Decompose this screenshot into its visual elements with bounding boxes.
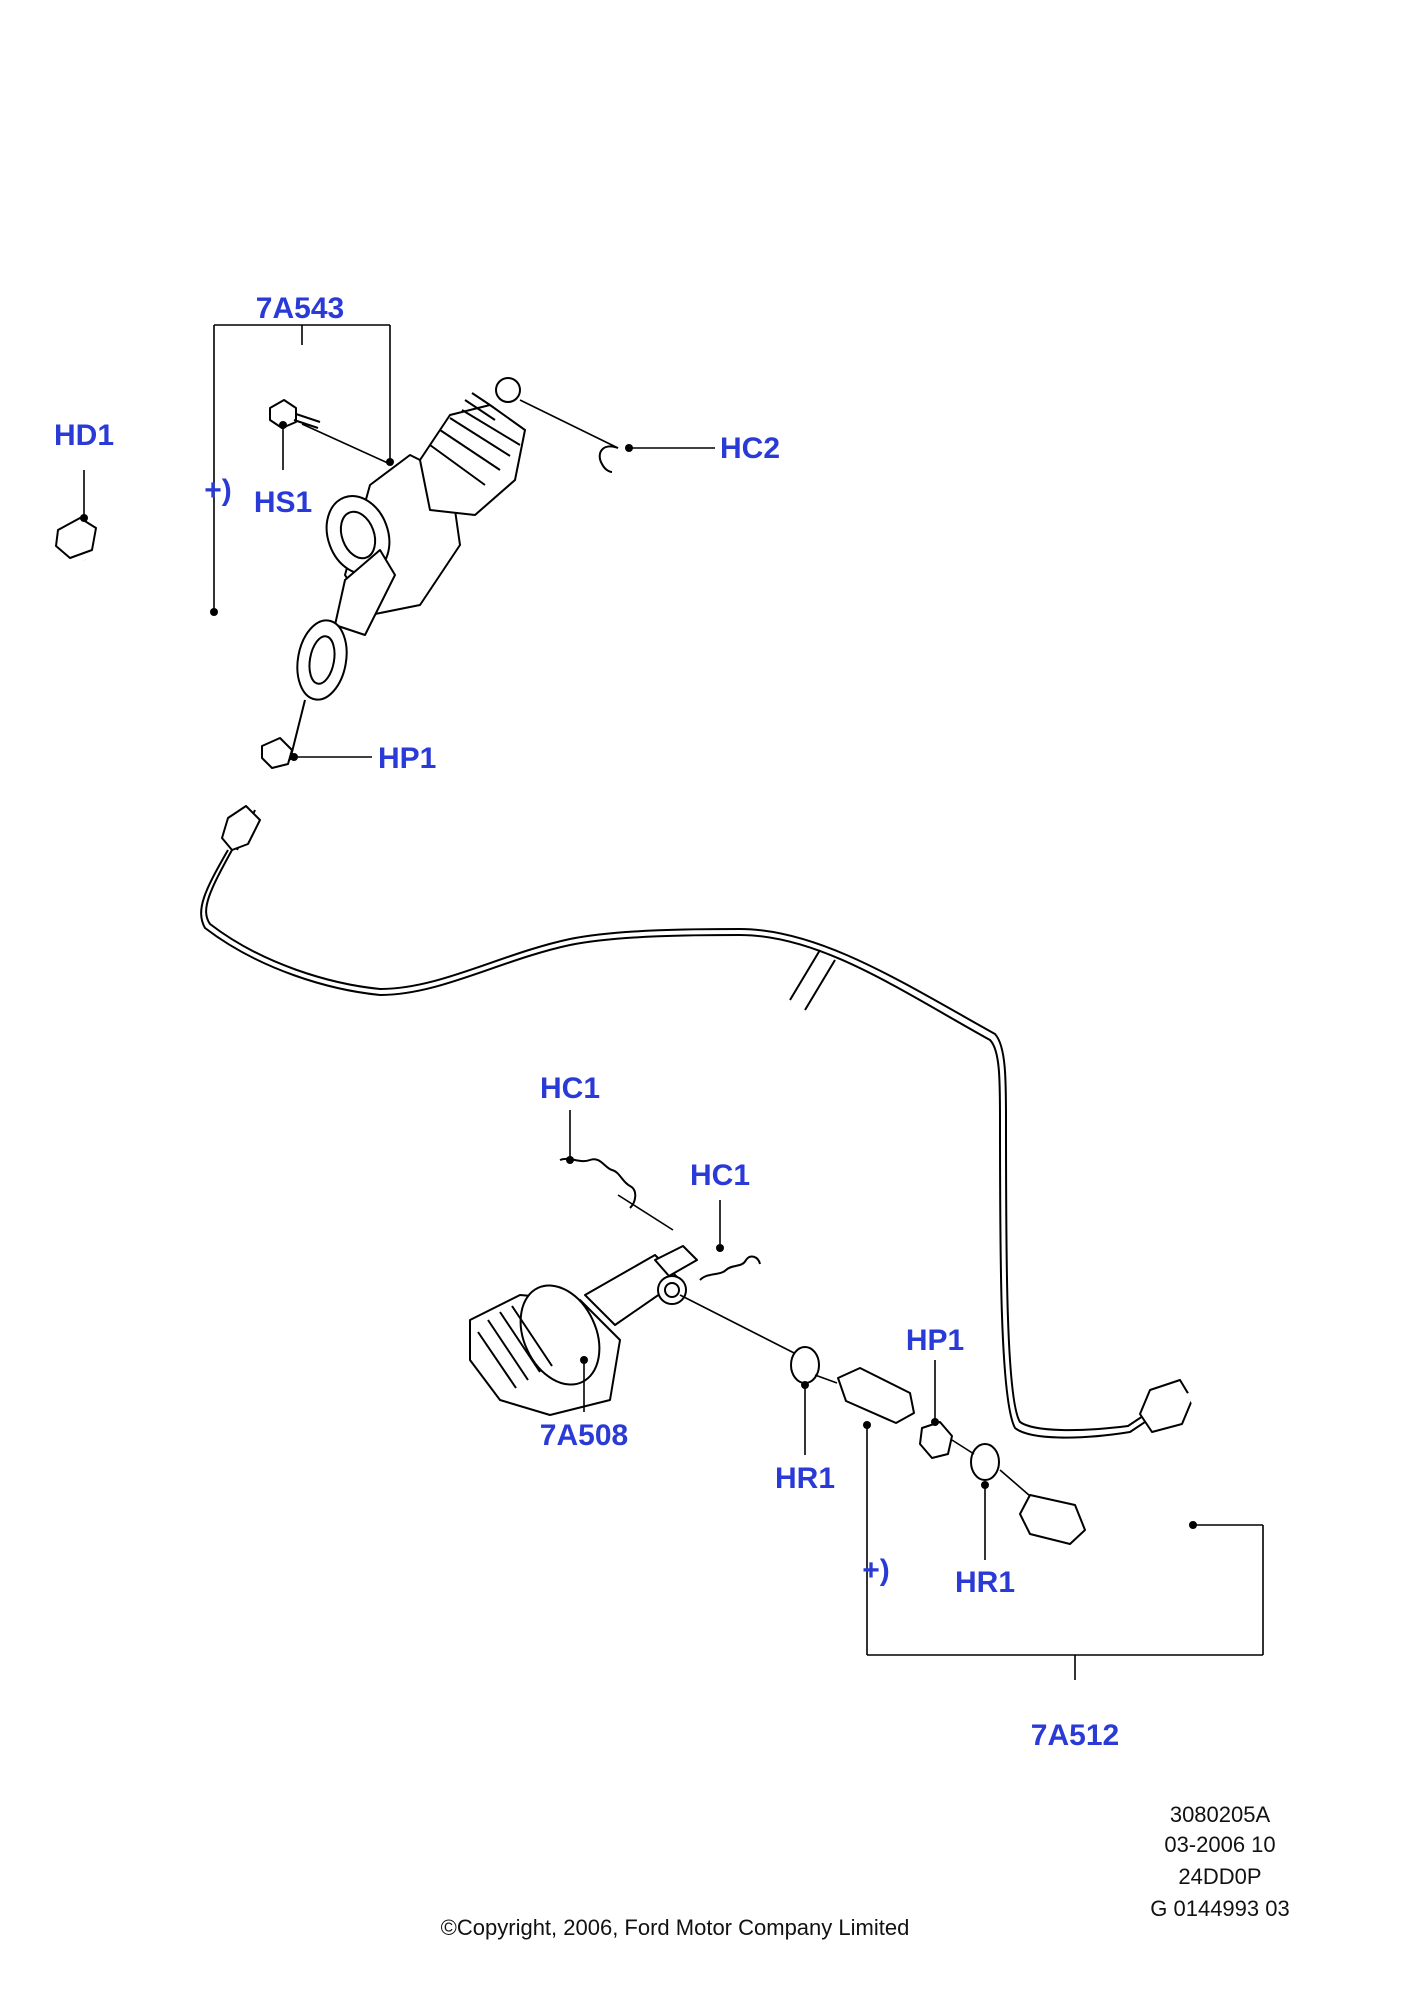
label-hp1-top: HP1: [378, 742, 436, 775]
ref-code: 3080205A: [1170, 1802, 1271, 1827]
pressure-pipe: [200, 699, 1270, 1545]
label-hr1-right: HR1: [955, 1566, 1015, 1599]
connection-parts: [790, 1346, 1031, 1497]
label-hs1: HS1: [254, 486, 312, 519]
model-code: 24DD0P: [1178, 1864, 1261, 1889]
label-hc1-left: HC1: [540, 1072, 600, 1105]
label-7A508: 7A508: [540, 1419, 628, 1452]
date-code: 03-2006 10: [1164, 1832, 1275, 1857]
label-hc1-right: HC1: [690, 1159, 750, 1192]
g-code: G 0144993 03: [1150, 1896, 1289, 1921]
leader-lines: [80, 324, 1264, 1680]
label-hd1: HD1: [54, 419, 114, 452]
label-7A543: 7A543: [256, 292, 344, 325]
label-hc2: HC2: [720, 432, 780, 465]
label-plus-top: +): [204, 474, 232, 507]
label-hr1-left: HR1: [775, 1462, 835, 1495]
label-hp1-bottom: HP1: [906, 1324, 964, 1357]
label-7A512: 7A512: [1031, 1719, 1119, 1752]
master-cylinder-assembly: [55, 377, 619, 701]
label-plus-bottom: +): [862, 1554, 890, 1587]
slave-cylinder: [469, 1157, 803, 1416]
copyright: ©Copyright, 2006, Ford Motor Company Lim…: [441, 1915, 910, 1940]
